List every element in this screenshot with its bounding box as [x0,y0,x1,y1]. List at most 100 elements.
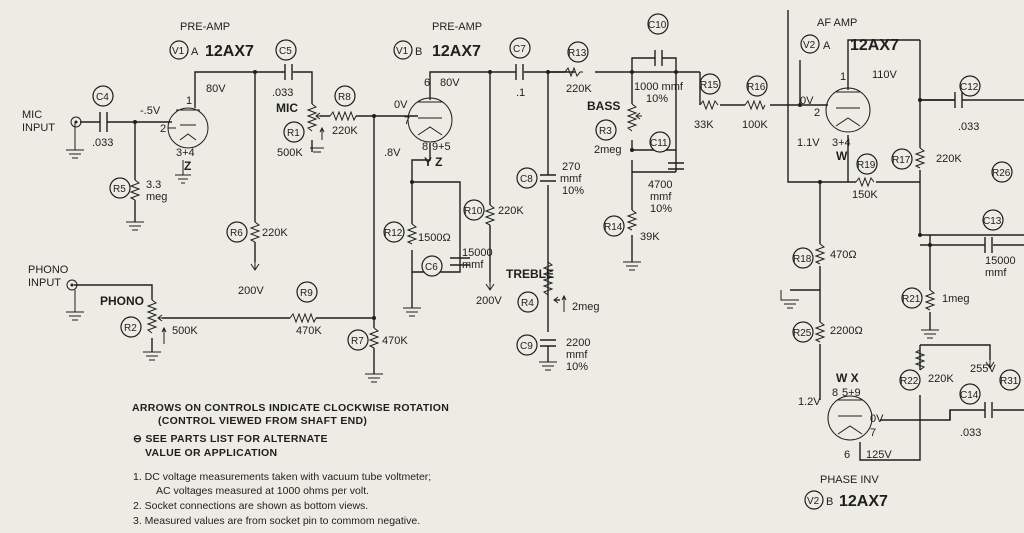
v1b-grid-voltage: 0V [394,99,408,111]
r9-ref: R9 [300,288,313,299]
r5-value-2: meg [146,191,167,203]
r19-value: 150K [852,189,878,201]
v2a-grid-voltage: 0V [800,95,814,107]
v1b-type: 12AX7 [432,43,481,60]
c10-value-2: 10% [646,93,668,105]
r18-ref: R18 [793,254,812,265]
v2a-title: AF AMP [817,17,857,29]
r9-value: 470K [296,325,322,337]
svg-text:Z: Z [184,159,191,173]
c5-plates [284,64,293,80]
v2a-type: 12AX7 [850,37,899,54]
part-values: .033 .033 .1 220K 1000 mmf 10% 33K 100K … [92,81,1016,439]
c6-value-2: mmf [462,259,484,271]
c13-plates [984,237,993,253]
c11-ref: C11 [650,138,668,149]
r22-value: 220K [928,373,954,385]
r22-zigzag [914,349,926,371]
v1a-ref: V1 [172,46,185,57]
v2a-plate-voltage: 110V [872,69,898,81]
r19-zigzag [855,176,875,188]
r16-value: 100K [742,119,768,131]
v2b-type: 12AX7 [839,493,888,510]
r4-ref: R4 [521,298,534,309]
r25-ref: R25 [793,328,812,339]
svg-text:2: 2 [160,123,166,135]
c8-ref: C8 [520,174,533,185]
svg-text:3+4: 3+4 [832,137,851,149]
c5-value: .033 [272,87,293,99]
v2b-plate-voltage: 125V [866,449,892,461]
c10-value-1: 1000 mmf [634,81,684,93]
c7-value: .1 [516,87,525,99]
b-plus-2: 200V [476,295,502,307]
c12-value: .033 [958,121,979,133]
r7-value: 470K [382,335,408,347]
pin-labels: 1 2 3+4 Z 6 7 8 9+5 Y Z 1 2 3+4 W W X 8 … [160,71,876,461]
svg-text:7: 7 [404,115,410,127]
note-1b: AC voltages measured at 1000 ohms per vo… [156,485,369,497]
r10-value: 220K [498,205,524,217]
note-arrows-2: (CONTROL VIEWED FROM SHAFT END) [158,415,367,427]
note-parts-2: VALUE OR APPLICATION [145,447,277,459]
r4-value: 2meg [572,301,600,313]
c4-value: .033 [92,137,113,149]
c6-value-1: 15000 [462,247,493,259]
svg-text:6: 6 [424,77,430,89]
ground-symbols [66,122,939,383]
input-jacks [66,116,82,291]
v2a-ref: V2 [803,40,816,51]
tube-v1a-symbol [167,107,209,149]
c13-value-2: mmf [985,267,1007,279]
c13-ref: C13 [983,216,1002,227]
r3-value: 2meg [594,144,622,156]
r8-zigzag [329,110,357,122]
r17-zigzag [914,147,926,169]
r18-value: 470Ω [830,249,857,261]
r9-zigzag [289,312,317,324]
note-1: 1. DC voltage measurements taken with va… [133,471,431,483]
c8-plates [540,174,556,182]
note-parts-1: ⊖ SEE PARTS LIST FOR ALTERNATE [133,433,328,445]
notes-block: ARROWS ON CONTROLS INDICATE CLOCKWISE RO… [132,402,449,527]
note-3: 3. Measured values are from socket pin t… [133,515,420,527]
r21-zigzag [924,289,936,311]
svg-text:5+9: 5+9 [842,387,861,399]
r7-zigzag [368,327,380,349]
r12-zigzag [406,223,418,245]
c13-value-1: 15000 [985,255,1016,267]
r25-zigzag [814,321,826,343]
c8-value-1: 270 [562,161,580,173]
c12-ref: C12 [960,82,979,93]
r5-zigzag [129,179,141,201]
phono-input-label-2: INPUT [28,277,61,289]
r13-value: 220K [566,83,592,95]
supply-arrows [250,262,995,369]
mic-input-label-1: MIC [22,109,42,121]
r17-ref: R17 [892,155,911,166]
v2b-ref: V2 [807,496,820,507]
r2-value: 500K [172,325,198,337]
v1b-plate-voltage: 80V [440,77,460,89]
potentiometers [146,103,642,344]
v1b-section: B [415,46,422,58]
r16-zigzag [744,99,766,111]
c5-ref: C5 [279,46,292,57]
v2b-section: B [826,496,833,508]
phono-control-label: PHONO [100,294,144,308]
r26-ref: R26 [992,168,1011,179]
svg-text:W: W [836,149,848,163]
svg-text:9+5: 9+5 [432,141,451,153]
r18-zigzag [814,243,826,265]
c11-value-1: 4700 [648,179,672,191]
v2a-section: A [823,40,831,52]
c9-value-2: mmf [566,349,588,361]
c11-plates [668,162,684,170]
c9-plates [540,339,556,347]
v1a-section: A [191,46,199,58]
part-refs: C4 C5 C7 R13 C10 R15 R16 R8 R1 R5 R6 R9 … [92,13,1021,405]
c11-value-2: mmf [650,191,672,203]
svg-text:Y Z: Y Z [424,155,442,169]
r12-ref: R12 [384,228,403,239]
c8-value-2: mmf [560,173,582,185]
